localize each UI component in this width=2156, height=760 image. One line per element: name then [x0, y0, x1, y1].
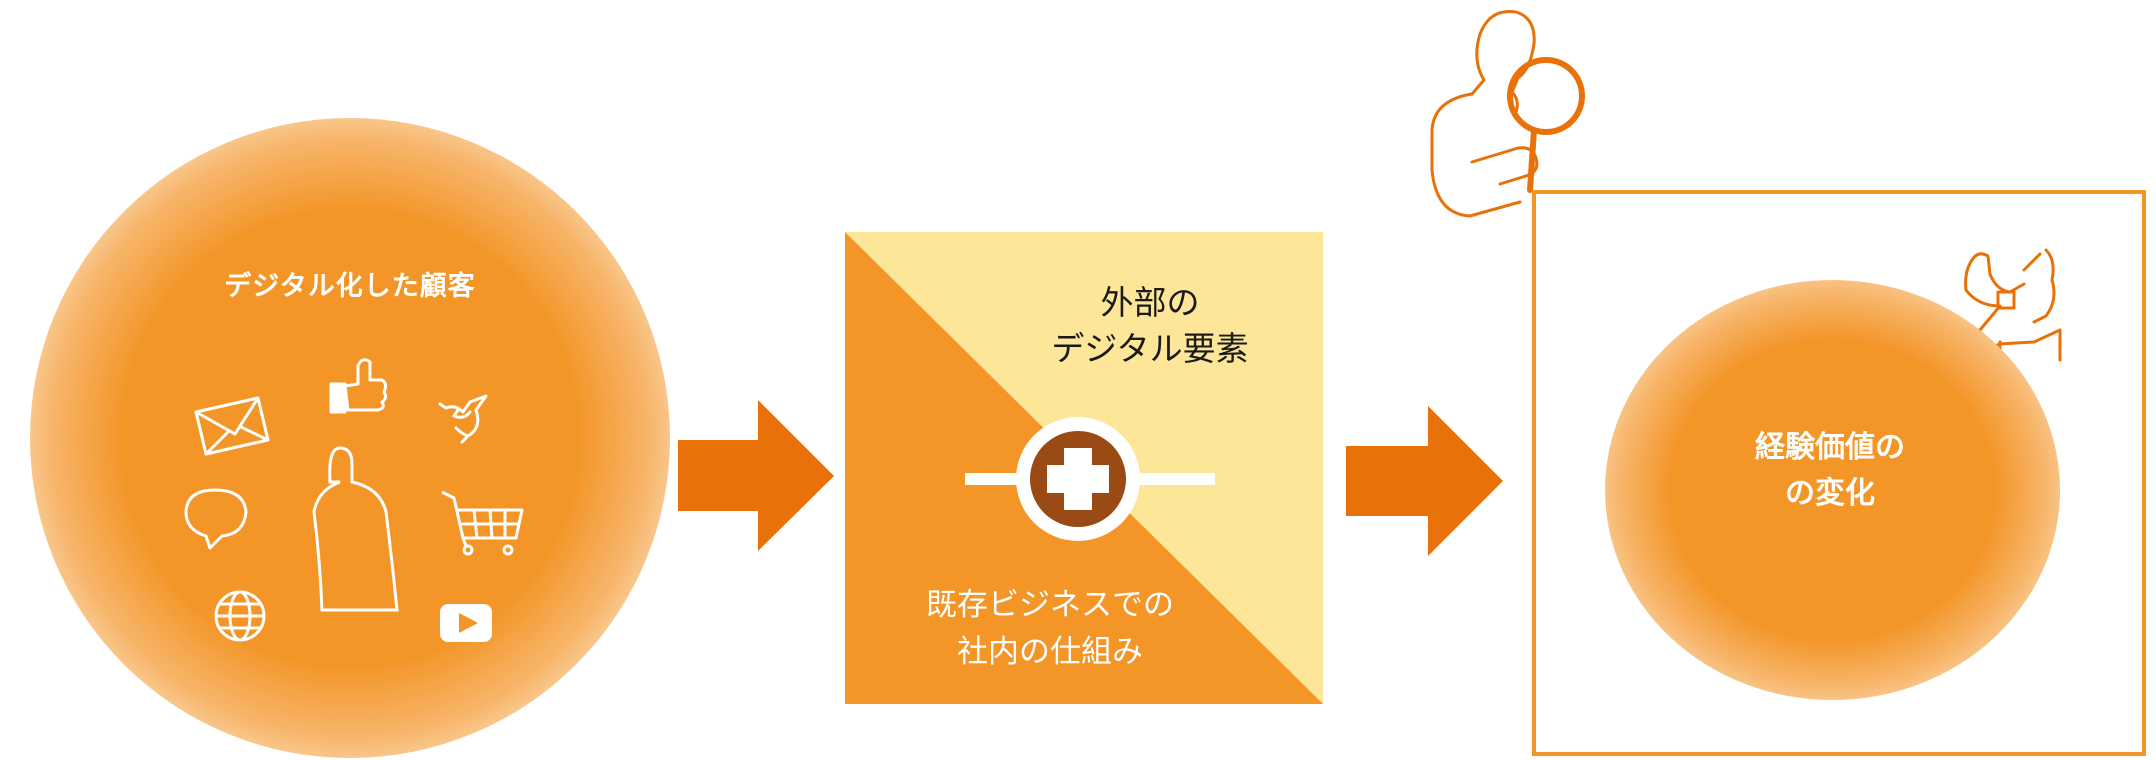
digital-customer-circle: デジタル化した顧客 [30, 118, 670, 758]
text-line: の変化 [1785, 476, 1875, 511]
external-digital-elements-label: 外部の デジタル要素 [1000, 280, 1300, 372]
experience-value-frame [1532, 190, 2146, 756]
arrow-right-icon [678, 400, 834, 551]
arrow-right-icon [1346, 406, 1503, 556]
experience-value-label: 経験価値の の変化 [1680, 425, 1980, 517]
text-line: 既存ビジネスでの [926, 587, 1174, 623]
thumbs-up-icon [329, 358, 388, 414]
text-line: 社内の仕組み [957, 634, 1143, 670]
experience-value-circle [1605, 280, 2060, 700]
envelope-icon [194, 396, 270, 456]
play-button-icon [440, 604, 492, 642]
internal-mechanism-label: 既存ビジネスでの 社内の仕組み [870, 582, 1230, 676]
text-line: 外部の [1100, 283, 1200, 322]
shopping-cart-icon [441, 490, 524, 556]
globe-icon [214, 590, 266, 642]
speech-bubble-icon [184, 488, 248, 550]
text-line: 経験価値の [1755, 430, 1905, 465]
bird-icon [438, 394, 488, 444]
plus-icon [965, 417, 1215, 541]
digital-customer-title: デジタル化した顧客 [224, 271, 476, 302]
person-with-magnifier-icon [1430, 9, 1585, 218]
person-icon [312, 446, 399, 612]
text-line: デジタル要素 [1051, 329, 1249, 368]
